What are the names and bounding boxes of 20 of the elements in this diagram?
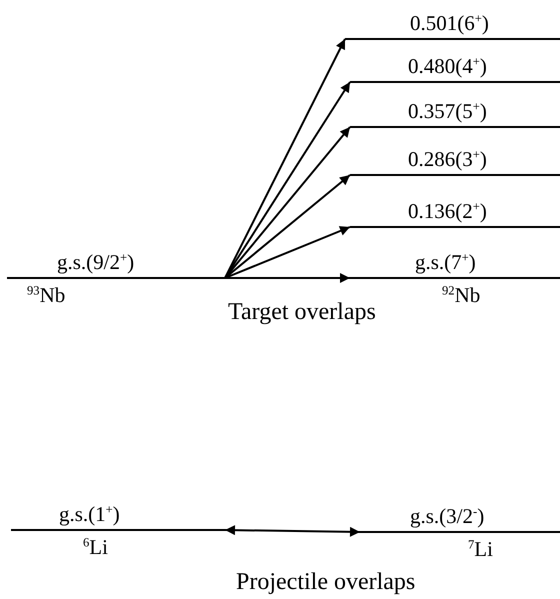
caption-label: Projectile overlaps (236, 568, 416, 596)
level-label: 0.286(3$^{+}$) (408, 147, 487, 171)
arrow (224, 81, 351, 279)
nucleus-label: $^{6}$Li (83, 535, 108, 559)
caption-label: Target overlaps (228, 298, 376, 326)
level-label: g.s.(9/2$^{+}$) (57, 250, 134, 274)
arrow (225, 273, 350, 283)
arrow (224, 226, 350, 279)
nucleus-label: $^{93}$Nb (27, 283, 66, 307)
arrow (224, 525, 360, 537)
level-label: g.s.(3/2$^{-}$) (410, 504, 484, 528)
level-label: g.s.(1$^{+}$) (59, 502, 120, 526)
nucleus-label: $^{92}$Nb (442, 283, 480, 307)
level-label: 0.501(6$^{+}$) (410, 11, 489, 35)
arrow (224, 38, 346, 278)
level-label: 0.136(2$^{+}$) (408, 199, 487, 223)
level-label: g.s.(7$^{+}$) (415, 250, 476, 274)
nucleus-label: $^{7}$Li (468, 537, 493, 561)
level-label: 0.357(5$^{+}$) (408, 99, 487, 123)
level-label: 0.480(4$^{+}$) (408, 54, 487, 78)
